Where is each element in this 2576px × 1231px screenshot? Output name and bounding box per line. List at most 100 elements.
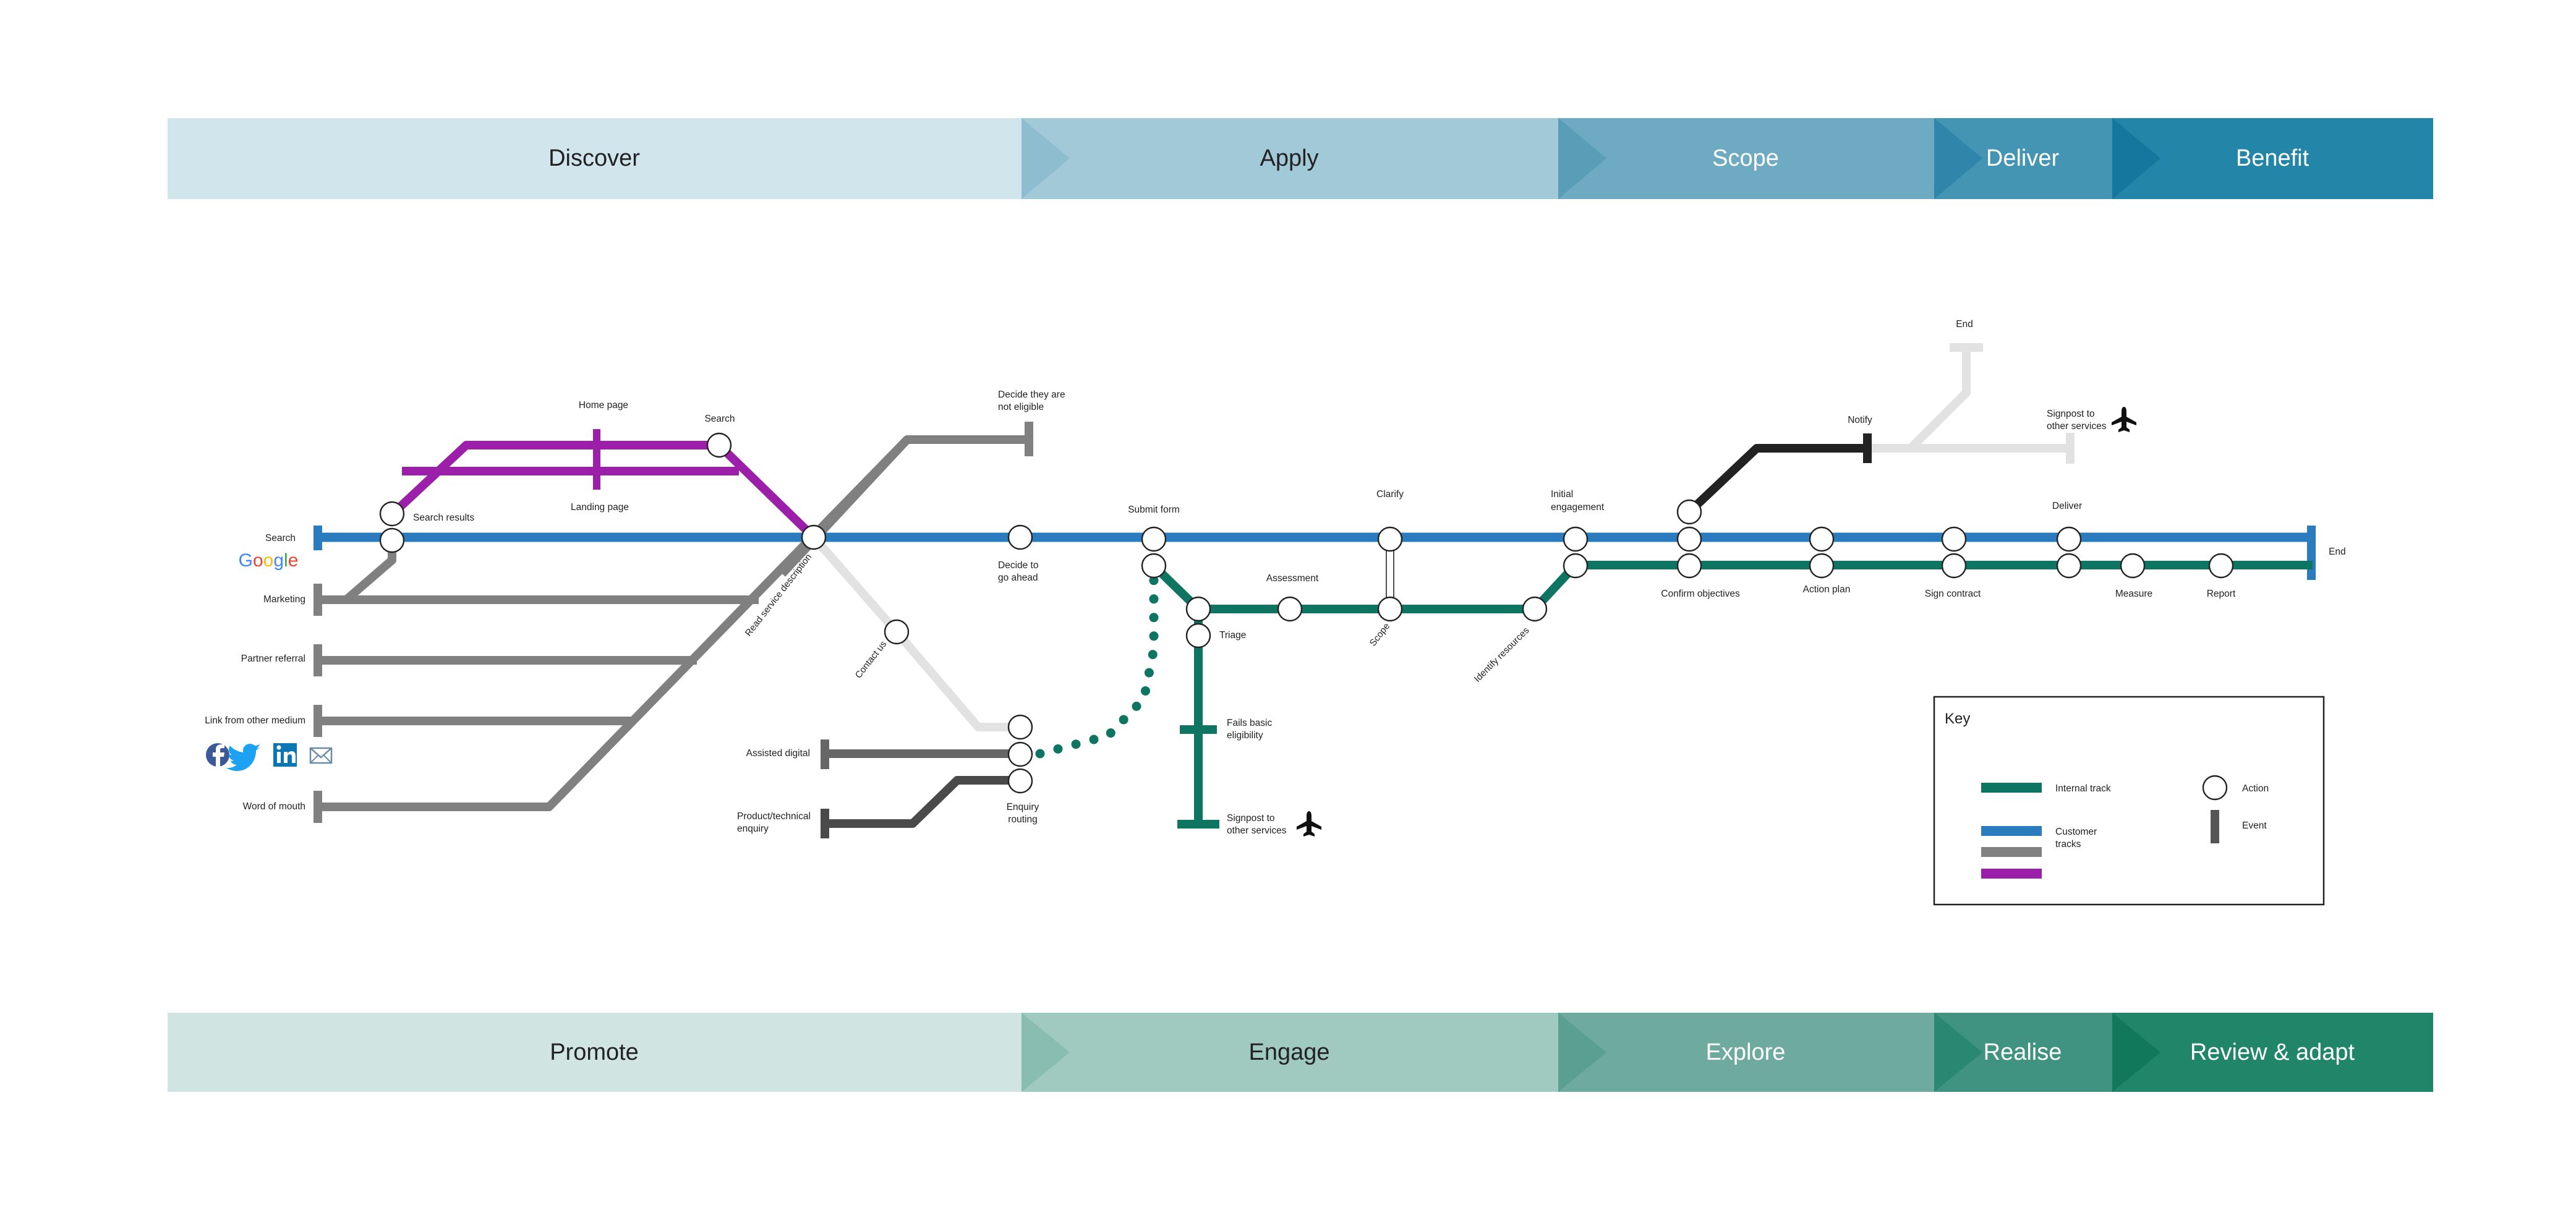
phase-scope	[1558, 118, 1934, 199]
phase-realise-chevron	[1934, 1013, 1982, 1092]
phase-engage	[1021, 1013, 1558, 1092]
email-icon	[309, 747, 333, 764]
label-fails-eligibility-2: eligibility	[1227, 730, 1263, 741]
station-action-plan-b	[1809, 553, 1835, 579]
label-measure: Measure	[2115, 589, 2152, 599]
label-home-page: Home page	[579, 400, 628, 411]
phase-label-promote: Promote	[550, 1039, 639, 1065]
key-legend: Key Internal track Customer tracks Actio…	[1933, 696, 2325, 906]
label-identify-resources: Identify resources	[1472, 625, 1532, 684]
station-decide-go-ahead	[1007, 524, 1033, 550]
station-sign-contract-b	[1941, 553, 1967, 579]
phase-label-explore: Explore	[1706, 1039, 1786, 1065]
key-customer-label-1: Customer	[2055, 827, 2097, 837]
phase-label-realise: Realise	[1984, 1039, 2062, 1065]
label-scope: Scope	[1368, 621, 1392, 648]
station-confirm-objectives-a	[1676, 526, 1702, 552]
label-landing-page: Landing page	[571, 502, 629, 513]
phase-banner-top: Discover Apply Scope Deliver Benefit	[168, 118, 2433, 199]
label-deliver: Deliver	[2052, 501, 2082, 511]
phase-explore-chevron	[1558, 1013, 1606, 1092]
key-title: Key	[1945, 710, 1970, 727]
google-logo: Google	[239, 550, 299, 571]
track-internal-assessment	[1198, 561, 2313, 613]
label-confirm-objectives: Confirm objectives	[1661, 589, 1740, 599]
station-sign-contract-a	[1941, 526, 1967, 552]
phase-label-apply: Apply	[1260, 145, 1318, 171]
station-contact-us	[884, 619, 910, 645]
phase-label-deliver: Deliver	[1986, 145, 2060, 171]
label-submit-form: Submit form	[1128, 505, 1180, 515]
label-marketing: Marketing	[263, 594, 305, 605]
label-signpost-1: Signpost to	[1227, 813, 1275, 824]
label-end-top: End	[1956, 319, 1973, 330]
station-enquiry-routing-c	[1007, 768, 1033, 794]
label-fails-eligibility-1: Fails basic	[1227, 718, 1272, 728]
label-triage: Triage	[1219, 630, 1246, 641]
station-notify-junction	[1676, 499, 1702, 525]
key-action-label: Action	[2242, 783, 2269, 794]
social-icons	[206, 743, 333, 771]
label-not-eligible-2: not eligible	[998, 402, 1044, 412]
label-end: End	[2329, 547, 2346, 557]
phase-label-engage: Engage	[1248, 1039, 1329, 1065]
label-action-plan: Action plan	[1803, 584, 1851, 595]
track-product-enquiry	[824, 776, 1020, 828]
station-enquiry-routing-b	[1007, 741, 1033, 767]
station-deliver-b	[2056, 553, 2082, 579]
phase-review-adapt-chevron	[2112, 1013, 2160, 1092]
station-identify-resources	[1522, 596, 1548, 622]
station-search	[706, 432, 732, 458]
phase-banner-bottom: Promote Engage Explore Realise Review & …	[168, 1013, 2433, 1092]
label-search-results: Search results	[413, 513, 474, 523]
phase-benefit	[2112, 118, 2433, 199]
label-assisted-digital: Assisted digital	[746, 748, 810, 759]
label-signpost-top-1: Signpost to	[2047, 409, 2095, 419]
label-search: Search	[704, 414, 735, 424]
label-report: Report	[2207, 589, 2236, 599]
phase-explore	[1558, 1013, 1934, 1092]
station-action-plan-a	[1809, 526, 1835, 552]
station-triage-a	[1185, 596, 1211, 622]
station-scope	[1377, 596, 1403, 622]
station-read-service-description	[801, 524, 827, 550]
phase-label-scope: Scope	[1712, 145, 1779, 171]
phase-label-review-adapt: Review & adapt	[2190, 1039, 2355, 1065]
key-event-label: Event	[2242, 820, 2267, 831]
station-initial-engagement-b	[1563, 553, 1589, 579]
label-clarify: Clarify	[1376, 489, 1404, 500]
airplane-icon-top	[2112, 407, 2136, 432]
track-enquiry-dotted	[1035, 561, 1159, 759]
station-enquiry-routing-a	[1007, 714, 1033, 740]
linkedin-icon	[273, 743, 297, 767]
key-customer-label-2: tracks	[2055, 839, 2081, 850]
phase-review-adapt	[2112, 1013, 2433, 1092]
station-measure	[2120, 553, 2146, 579]
label-product-enquiry-1: Product/technical	[737, 811, 811, 822]
label-link-other-medium: Link from other medium	[205, 715, 305, 726]
label-sign-contract: Sign contract	[1925, 589, 1981, 599]
label-not-eligible-1: Decide they are	[998, 390, 1065, 400]
track-notify-end	[1908, 347, 1971, 451]
phase-label-discover: Discover	[548, 145, 640, 171]
label-notify: Notify	[1848, 415, 1872, 425]
track-notify	[1686, 444, 1867, 516]
station-deliver-a	[2056, 526, 2082, 552]
phase-benefit-chevron	[2112, 118, 2160, 199]
label-signpost-2: other services	[1227, 825, 1287, 836]
key-internal-label: Internal track	[2055, 783, 2111, 794]
label-signpost-top-2: other services	[2047, 421, 2107, 432]
label-initial-engagement-1: Initial	[1551, 489, 1573, 500]
station-submit-form-a	[1141, 526, 1167, 552]
labels: Search Google Marketing Partner referral…	[205, 319, 2345, 836]
station-report	[2208, 553, 2234, 579]
station-assessment	[1277, 596, 1303, 622]
track-word-of-mouth	[317, 435, 1030, 811]
facebook-icon	[206, 743, 229, 767]
station-clarify	[1377, 526, 1403, 552]
station-triage-b	[1185, 623, 1211, 649]
label-assessment: Assessment	[1266, 573, 1319, 584]
phase-discover	[168, 118, 1021, 199]
station-submit-form-b	[1141, 553, 1167, 579]
